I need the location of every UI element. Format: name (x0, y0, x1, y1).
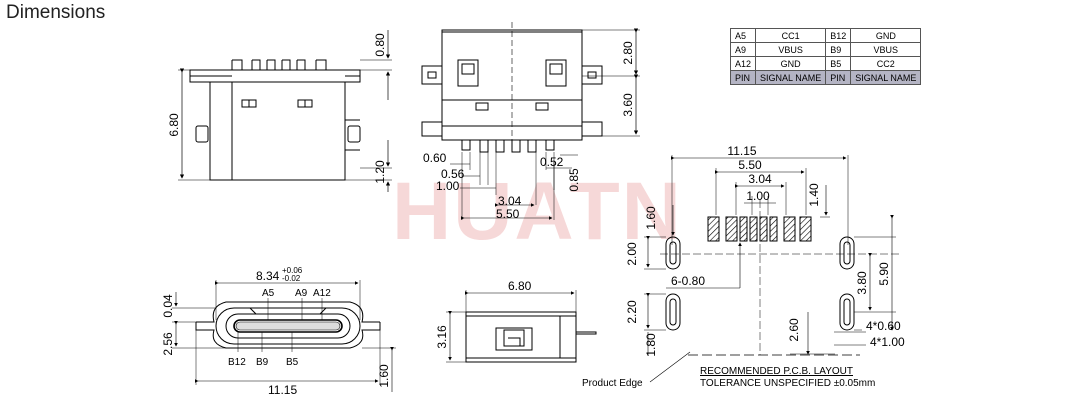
table-header-cell: SIGNAL NAME (755, 70, 827, 85)
dim-label: 3.04 (498, 194, 522, 208)
opening-view (172, 280, 396, 392)
table-header-row: PIN SIGNAL NAME PIN SIGNAL NAME (729, 70, 922, 85)
dim-tolerance: -0.02 (282, 274, 301, 283)
pin-label: A5 (262, 288, 275, 299)
pin-label: B9 (256, 357, 269, 368)
dim-label: 3.16 (435, 325, 449, 349)
dim-label: 1.60 (644, 206, 658, 230)
dim-label: 11.15 (727, 144, 756, 158)
table-header-cell: SIGNAL NAME (850, 70, 922, 85)
pin-label: A9 (295, 288, 308, 299)
pin-signal-table: A5 CC1 B12 GND A9 VBUS B9 VBUS A12 GND B… (729, 28, 922, 85)
dim-label: 8.34 (256, 269, 280, 283)
dim-label: 0.85 (567, 168, 581, 192)
dim-tolerance: +0.06 (282, 266, 303, 275)
dim-label: 2.20 (625, 300, 639, 324)
pin-label: B5 (286, 357, 299, 368)
dim-label: 1.20 (373, 160, 387, 184)
dim-label: 5.50 (738, 158, 762, 172)
table-row: A5 CC1 B12 GND (729, 28, 922, 43)
front-view (178, 30, 392, 192)
recommended-note: RECOMMENDED P.C.B. LAYOUT (700, 366, 853, 377)
dim-label: 2.00 (625, 242, 639, 266)
dim-label: 5.90 (877, 262, 891, 286)
dim-label: 1.00 (436, 179, 460, 193)
pcb-layout (644, 155, 900, 383)
dim-label: 1.00 (746, 189, 770, 203)
dim-label: 0.56 (441, 167, 465, 181)
dim-label: 0.04 (161, 294, 175, 318)
watermark-text: HUATN (392, 166, 683, 257)
dim-label: 4*1.00 (870, 335, 905, 349)
table-header-cell: PIN (825, 70, 852, 85)
dim-label: 0.52 (540, 155, 564, 169)
pin-label: B12 (228, 357, 246, 368)
dim-label: 0.80 (373, 33, 387, 57)
side-view (446, 290, 597, 363)
dim-label: 0.60 (423, 151, 447, 165)
dim-label: 6.80 (508, 279, 532, 293)
dim-label: 6-0.80 (671, 274, 705, 288)
product-edge-note: Product Edge (582, 378, 643, 389)
dim-label: 4*0.60 (866, 319, 901, 333)
dim-label: 3.60 (621, 93, 635, 117)
dim-label: 11.15 (268, 383, 297, 397)
dim-label: 5.50 (496, 207, 520, 221)
dim-label: 2.60 (787, 318, 801, 342)
tolerance-note: TOLERANCE UNSPECIFIED ±0.05mm (700, 378, 875, 389)
dim-label: 1.40 (807, 183, 821, 207)
dim-label: 3.80 (855, 271, 869, 295)
pin-label: A12 (313, 288, 331, 299)
page-title: Dimensions (6, 2, 106, 23)
dim-label: 2.80 (621, 41, 635, 65)
dim-label: 1.60 (377, 364, 391, 388)
dim-label: 6.80 (167, 113, 181, 137)
dim-label: 2.56 (161, 332, 175, 356)
top-view (421, 22, 640, 220)
dim-label: 1.80 (644, 333, 658, 357)
dim-label: 3.04 (748, 172, 772, 186)
